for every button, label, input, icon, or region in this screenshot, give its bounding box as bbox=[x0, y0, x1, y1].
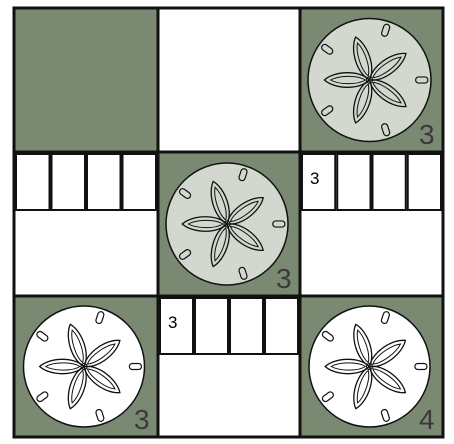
tile-count: 4 bbox=[419, 404, 435, 435]
tile-r2-c1[interactable] bbox=[14, 152, 158, 296]
score-box[interactable] bbox=[123, 154, 157, 210]
tile-r1-c3[interactable]: 3 bbox=[300, 8, 443, 152]
tile-r3-c3[interactable]: 4 bbox=[300, 296, 443, 437]
score-box[interactable] bbox=[265, 298, 298, 354]
sand-dollar-icon bbox=[24, 306, 145, 427]
score-track bbox=[16, 154, 156, 210]
score-box[interactable] bbox=[230, 298, 263, 354]
score-box[interactable] bbox=[52, 154, 86, 210]
score-value: 3 bbox=[168, 313, 177, 332]
tile-count: 3 bbox=[419, 119, 435, 150]
tile-r2-c2[interactable]: 3 bbox=[158, 152, 300, 296]
score-box[interactable] bbox=[16, 154, 50, 210]
sand-dollar-icon bbox=[308, 19, 431, 142]
score-track: 3 bbox=[160, 298, 298, 354]
score-track: 3 bbox=[302, 154, 441, 210]
tile-count: 3 bbox=[276, 263, 292, 294]
tile-r3-c2[interactable]: 3 bbox=[158, 296, 300, 437]
sand-dollar-icon bbox=[309, 306, 430, 427]
sand-dollar-icon bbox=[166, 163, 288, 285]
tile-r1-c2[interactable] bbox=[158, 8, 300, 152]
tile-r2-c3[interactable]: 3 bbox=[300, 152, 443, 296]
tile-count: 3 bbox=[134, 404, 150, 435]
score-box[interactable] bbox=[195, 298, 228, 354]
score-box[interactable] bbox=[87, 154, 121, 210]
tile-r1-c1[interactable] bbox=[14, 8, 158, 152]
score-box[interactable] bbox=[408, 154, 441, 210]
score-value: 3 bbox=[310, 169, 319, 188]
score-box[interactable] bbox=[373, 154, 406, 210]
score-box[interactable] bbox=[337, 154, 370, 210]
tile-r3-c1[interactable]: 3 bbox=[14, 296, 158, 437]
